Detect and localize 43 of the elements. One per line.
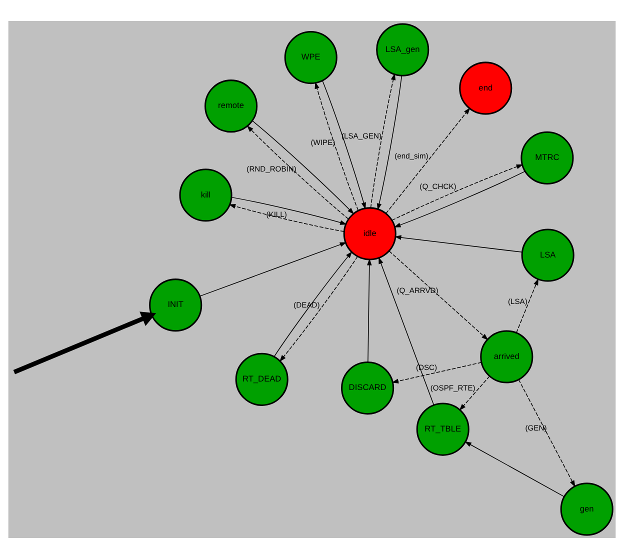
node-circle: gen	[560, 482, 614, 536]
arrow	[392, 164, 524, 220]
edge-label: (KILL)	[266, 210, 287, 219]
arrow	[388, 250, 488, 340]
arrow	[516, 278, 538, 333]
node-circle: LSA	[521, 228, 574, 282]
arrow	[464, 440, 564, 496]
edge-label: (LSA)	[508, 296, 528, 306]
edge-label: (Q_CHCK)	[420, 181, 456, 190]
node-circle: LSA_gen	[376, 22, 430, 76]
edge-label: (Q_ARRVD)	[396, 286, 438, 295]
arrow	[386, 107, 470, 214]
arrow	[199, 242, 347, 296]
edge-label: (RND_ROBIN)	[246, 164, 296, 173]
edge-label: (end_sim)	[394, 151, 428, 160]
arrow	[314, 81, 359, 210]
arrow	[518, 378, 576, 487]
node-circle: WPE	[284, 30, 338, 84]
arrow	[370, 72, 396, 208]
node-circle: DISCARD	[341, 361, 394, 414]
edge-label: (GEN)	[525, 422, 547, 432]
arrow	[252, 120, 354, 214]
edge-label: (OSPF_RTE)	[430, 383, 476, 392]
arrow	[228, 203, 344, 232]
arrow	[459, 375, 490, 410]
arrow	[231, 196, 347, 224]
arrow	[322, 80, 366, 209]
arrow	[13, 311, 156, 374]
arrow	[274, 250, 352, 357]
edge-label: (WIPE)	[310, 137, 336, 146]
node-circle: kill	[179, 168, 232, 222]
node-circle: MTRC	[520, 130, 574, 184]
arrow	[394, 170, 526, 227]
arrow	[394, 234, 523, 252]
edge-label: (LSA_GEN)	[342, 130, 382, 140]
arrow	[378, 256, 434, 405]
node-circle: RT_DEAD	[235, 352, 288, 406]
arrow	[376, 74, 402, 210]
node-circle: INIT	[149, 278, 202, 332]
arrow	[367, 258, 372, 362]
arrow	[279, 256, 358, 362]
arrow	[246, 124, 349, 219]
arrow	[392, 362, 482, 383]
